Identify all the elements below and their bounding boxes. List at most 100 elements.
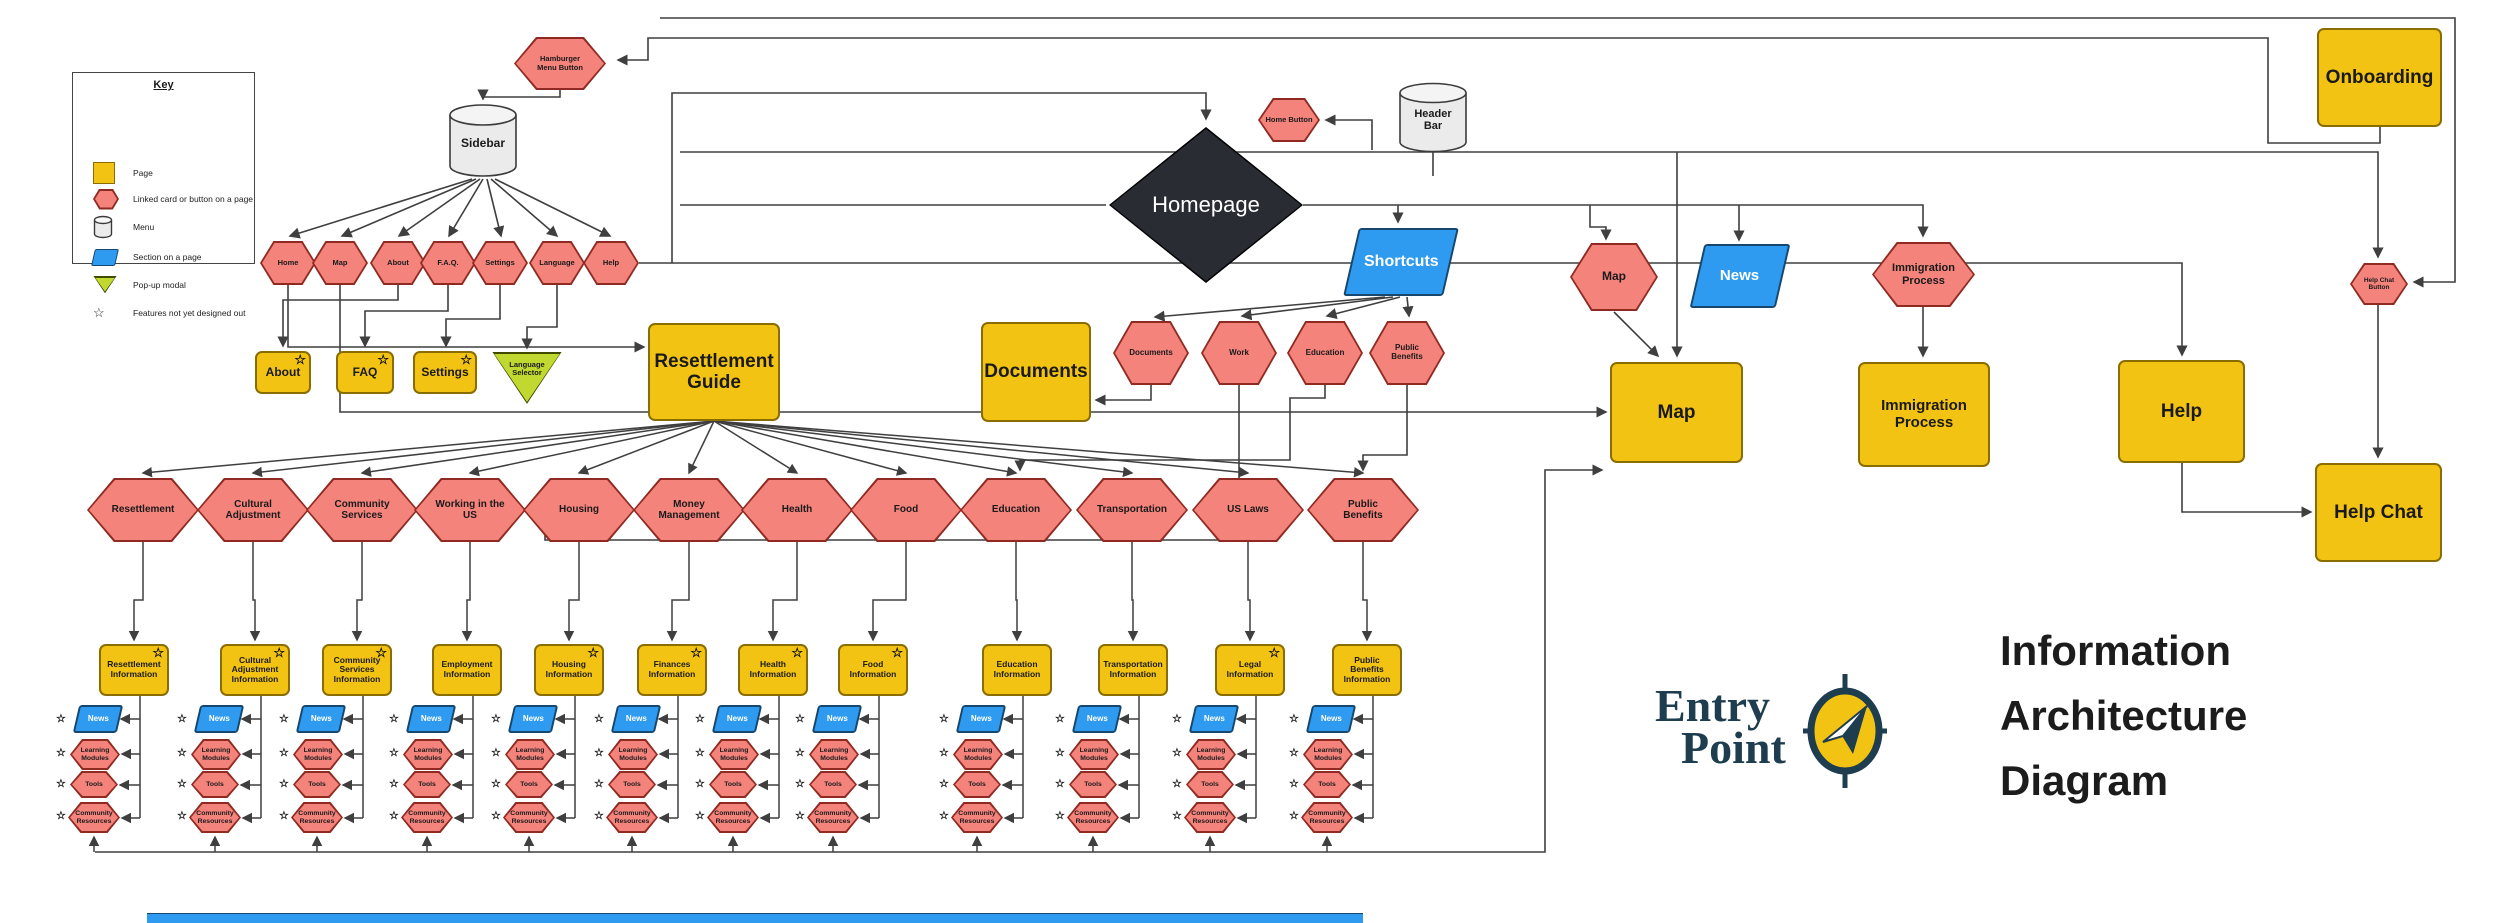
community-resources-card-node[interactable]: Community Resources: [807, 802, 859, 833]
hamburger-menu-button-node[interactable]: Hamburger Menu Button: [514, 37, 606, 90]
tools-card-node[interactable]: Tools: [191, 771, 239, 798]
learning-modules-card-node[interactable]: Learning Modules: [809, 739, 859, 770]
tools-card-node[interactable]: Tools: [953, 771, 1001, 798]
sidebar-menu-node[interactable]: Sidebar: [448, 103, 518, 179]
topic-information-page-node[interactable]: Education Information ☆: [982, 644, 1052, 696]
documents-page-node[interactable]: Documents: [981, 322, 1091, 422]
news-section-node[interactable]: News: [295, 705, 347, 733]
sidebar-item-about-node[interactable]: About: [370, 241, 426, 285]
topic-information-page-node[interactable]: Cultural Adjustment Information ☆: [220, 644, 290, 696]
tools-card-node[interactable]: Tools: [293, 771, 341, 798]
tools-card-node[interactable]: Tools: [1069, 771, 1117, 798]
learning-modules-card-node[interactable]: Learning Modules: [1186, 739, 1236, 770]
home-button-node[interactable]: Home Button: [1258, 98, 1320, 142]
learning-modules-card-node[interactable]: Learning Modules: [1069, 739, 1119, 770]
learning-modules-card-node[interactable]: Learning Modules: [608, 739, 658, 770]
faq-page-node[interactable]: FAQ ☆: [336, 351, 394, 394]
help-chat-page-node[interactable]: Help Chat: [2315, 463, 2442, 562]
news-section-node[interactable]: News: [1188, 705, 1240, 733]
onboarding-page-node[interactable]: Onboarding: [2317, 28, 2442, 127]
community-resources-card-node[interactable]: Community Resources: [1184, 802, 1236, 833]
news-section-node[interactable]: News: [811, 705, 863, 733]
sidebar-item-language-node[interactable]: Language: [529, 241, 585, 285]
tools-card-node[interactable]: Tools: [1186, 771, 1234, 798]
sidebar-item-faq-node[interactable]: F.A.Q.: [420, 241, 476, 285]
topic-card-node[interactable]: Public Benefits: [1307, 478, 1419, 542]
learning-modules-card-node[interactable]: Learning Modules: [70, 739, 120, 770]
header-bar-menu-node[interactable]: Header Bar: [1398, 82, 1468, 154]
news-section-node[interactable]: News: [610, 705, 662, 733]
topic-information-page-node[interactable]: Legal Information ☆: [1215, 644, 1285, 696]
tools-card-node[interactable]: Tools: [709, 771, 757, 798]
help-page-node[interactable]: Help: [2118, 360, 2245, 463]
learning-modules-card-node[interactable]: Learning Modules: [403, 739, 453, 770]
community-resources-card-node[interactable]: Community Resources: [401, 802, 453, 833]
help-chat-button-node[interactable]: Help Chat Button: [2350, 263, 2408, 305]
tools-card-node[interactable]: Tools: [608, 771, 656, 798]
news-section-node[interactable]: News: [1071, 705, 1123, 733]
topic-information-page-node[interactable]: Finances Information ☆: [637, 644, 707, 696]
news-section-node[interactable]: News: [1305, 705, 1357, 733]
shortcut-documents-node[interactable]: Documents: [1113, 321, 1189, 385]
sidebar-item-home-node[interactable]: Home: [260, 241, 316, 285]
shortcuts-section-node[interactable]: Shortcuts: [1343, 228, 1459, 296]
community-resources-card-node[interactable]: Community Resources: [291, 802, 343, 833]
community-resources-card-node[interactable]: Community Resources: [951, 802, 1003, 833]
settings-page-node[interactable]: Settings ☆: [413, 351, 477, 394]
topic-information-page-node[interactable]: Food Information ☆: [838, 644, 908, 696]
topic-information-page-node[interactable]: Health Information ☆: [738, 644, 808, 696]
community-resources-card-node[interactable]: Community Resources: [1301, 802, 1353, 833]
tools-card-node[interactable]: Tools: [809, 771, 857, 798]
tools-card-node[interactable]: Tools: [70, 771, 118, 798]
about-page-node[interactable]: About ☆: [255, 351, 311, 394]
learning-modules-card-node[interactable]: Learning Modules: [709, 739, 759, 770]
sidebar-item-help-node[interactable]: Help: [583, 241, 639, 285]
topic-card-node[interactable]: Health: [741, 478, 853, 542]
topic-card-node[interactable]: Transportation: [1076, 478, 1188, 542]
sidebar-item-map-node[interactable]: Map: [312, 241, 368, 285]
tools-card-node[interactable]: Tools: [1303, 771, 1351, 798]
map-page-node[interactable]: Map: [1610, 362, 1743, 463]
news-section-node[interactable]: News: [1689, 244, 1791, 308]
topic-information-page-node[interactable]: Employment Information ☆: [432, 644, 502, 696]
topic-card-node[interactable]: Community Services: [306, 478, 418, 542]
community-resources-card-node[interactable]: Community Resources: [606, 802, 658, 833]
immigration-process-card-node[interactable]: Immigration Process: [1872, 242, 1975, 307]
topic-card-node[interactable]: Money Management: [633, 478, 745, 542]
tools-card-node[interactable]: Tools: [403, 771, 451, 798]
shortcut-publicbenefits-node[interactable]: Public Benefits: [1369, 321, 1445, 385]
learning-modules-card-node[interactable]: Learning Modules: [293, 739, 343, 770]
news-section-node[interactable]: News: [955, 705, 1007, 733]
topic-information-page-node[interactable]: Housing Information ☆: [534, 644, 604, 696]
topic-information-page-node[interactable]: Community Services Information ☆: [322, 644, 392, 696]
map-card-node[interactable]: Map: [1570, 243, 1658, 311]
community-resources-card-node[interactable]: Community Resources: [68, 802, 120, 833]
learning-modules-card-node[interactable]: Learning Modules: [505, 739, 555, 770]
news-section-node[interactable]: News: [711, 705, 763, 733]
topic-card-node[interactable]: US Laws: [1192, 478, 1304, 542]
topic-information-page-node[interactable]: Public Benefits Information ☆: [1332, 644, 1402, 696]
community-resources-card-node[interactable]: Community Resources: [503, 802, 555, 833]
learning-modules-card-node[interactable]: Learning Modules: [1303, 739, 1353, 770]
sidebar-item-settings-node[interactable]: Settings: [472, 241, 528, 285]
news-section-node[interactable]: News: [72, 705, 124, 733]
topic-card-node[interactable]: Working in the US: [414, 478, 526, 542]
topic-information-page-node[interactable]: Resettlement Information ☆: [99, 644, 169, 696]
community-resources-card-node[interactable]: Community Resources: [189, 802, 241, 833]
tools-card-node[interactable]: Tools: [505, 771, 553, 798]
immigration-process-page-node[interactable]: Immigration Process: [1858, 362, 1990, 467]
community-resources-card-node[interactable]: Community Resources: [1067, 802, 1119, 833]
learning-modules-card-node[interactable]: Learning Modules: [953, 739, 1003, 770]
shortcut-education-node[interactable]: Education: [1287, 321, 1363, 385]
shortcut-work-node[interactable]: Work: [1201, 321, 1277, 385]
news-section-node[interactable]: News: [405, 705, 457, 733]
learning-modules-card-node[interactable]: Learning Modules: [191, 739, 241, 770]
community-resources-card-node[interactable]: Community Resources: [707, 802, 759, 833]
topic-card-node[interactable]: Education: [960, 478, 1072, 542]
topic-card-node[interactable]: Cultural Adjustment: [197, 478, 309, 542]
resettlement-guide-page-node[interactable]: Resettlement Guide: [648, 323, 780, 421]
topic-card-node[interactable]: Food: [850, 478, 962, 542]
news-section-node[interactable]: News: [507, 705, 559, 733]
topic-information-page-node[interactable]: Transportation Information ☆: [1098, 644, 1168, 696]
news-section-node[interactable]: News: [193, 705, 245, 733]
